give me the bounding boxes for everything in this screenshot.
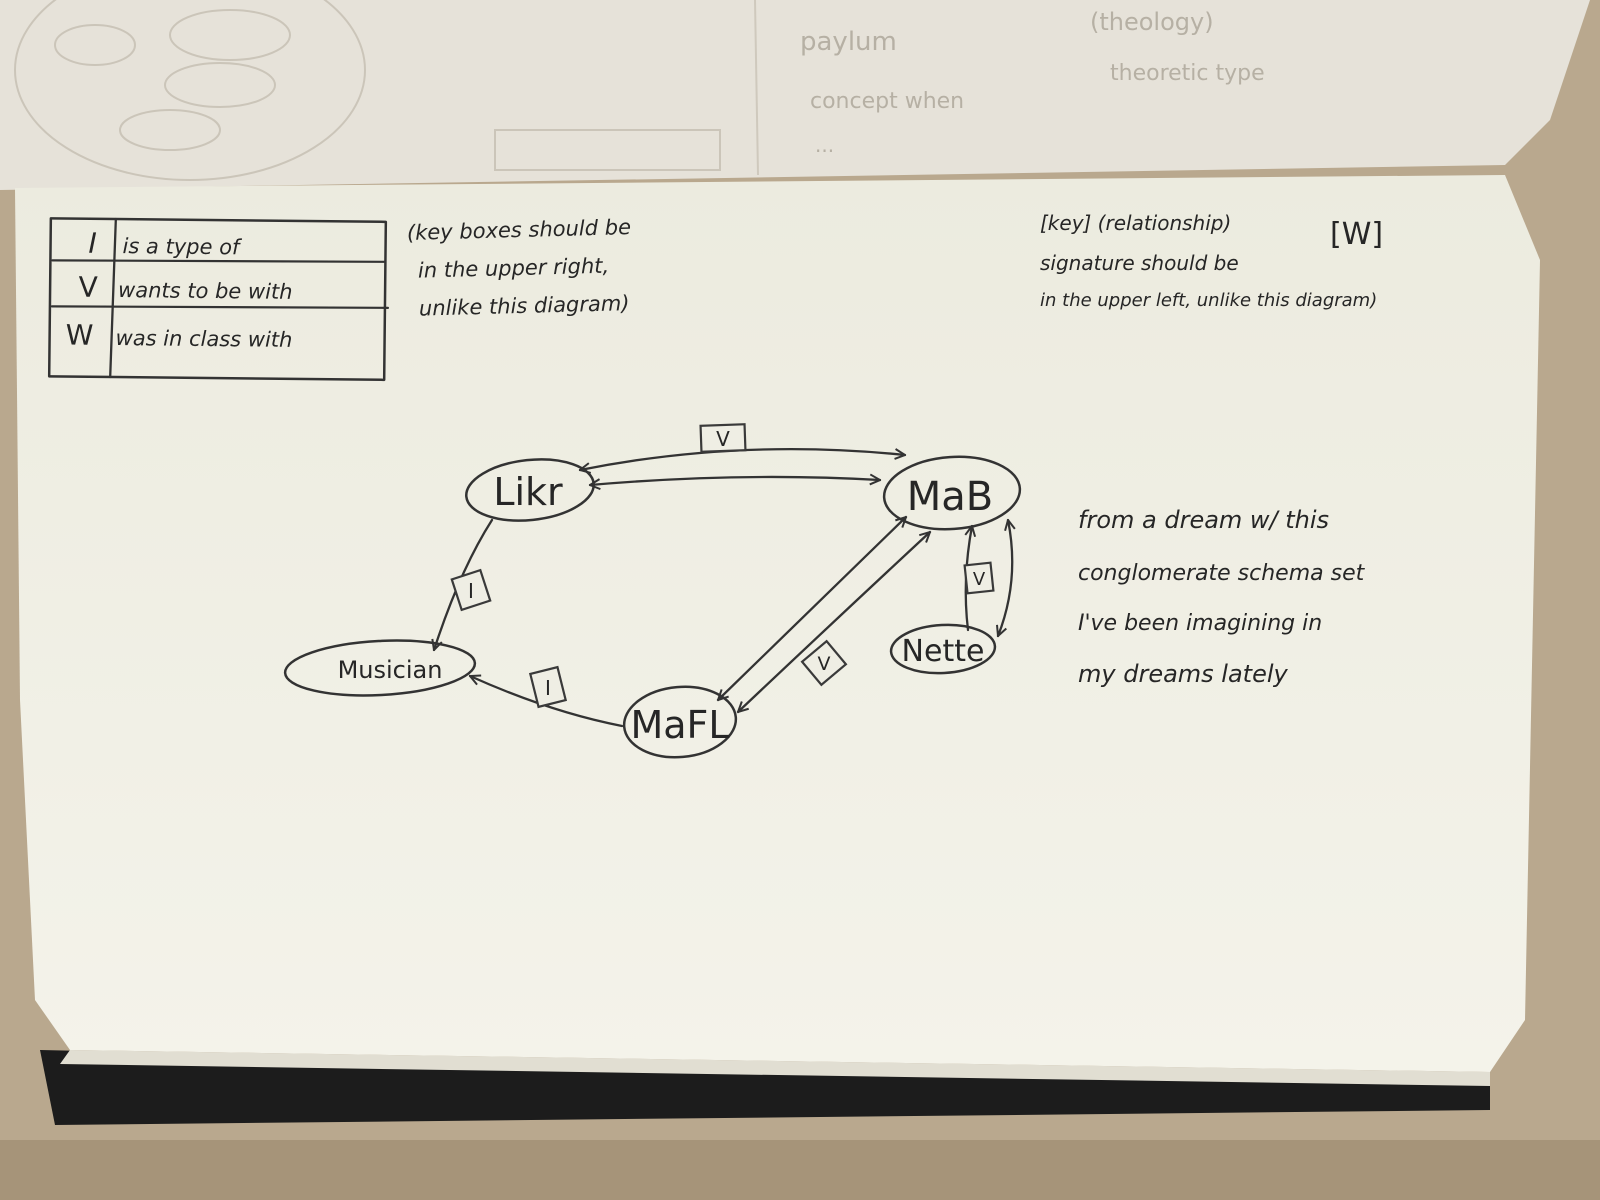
node-label: MaFL [630, 703, 729, 747]
key-box-note: (key boxes should be in the upper right,… [407, 215, 634, 321]
key-code-i: I [88, 227, 97, 260]
edge-label: I [545, 676, 551, 700]
node-label: Nette [902, 634, 985, 669]
key-code-w: W [66, 318, 94, 351]
svg-text:concept when: concept when [810, 89, 964, 114]
key-meaning-i: is a type of [122, 234, 243, 259]
dream-note-line-1: from a dream w/ this [1078, 506, 1329, 534]
dream-note-line-4: my dreams lately [1078, 660, 1289, 688]
edge-label: I [468, 579, 474, 603]
signature-note-line-1: [key] (relationship) [1040, 211, 1231, 235]
dream-note-line-3: I've been imagining in [1078, 611, 1322, 636]
node-label: MaB [907, 474, 993, 520]
edge-label-box: V [701, 424, 746, 452]
node-label: Musician [338, 656, 443, 684]
signature-note-line-3: in the upper left, unlike this diagram) [1040, 290, 1377, 311]
signature-box-label: [W] [1330, 217, 1383, 252]
desk-edge [0, 1140, 1600, 1200]
svg-text:paylum: paylum [800, 27, 897, 57]
edge-label: V [716, 427, 730, 451]
edge-label: V [973, 569, 986, 590]
key-box-note-line-2: in the upper right, [418, 254, 610, 283]
key-meaning-w: was in class with [115, 326, 292, 352]
svg-text:theoretic type: theoretic type [1110, 61, 1265, 86]
key-meaning-v: wants to be with [118, 278, 293, 304]
svg-text:...: ... [815, 133, 834, 157]
key-code-v: V [78, 271, 98, 304]
node-label: Likr [493, 470, 563, 514]
dream-note-line-2: conglomerate schema set [1078, 561, 1366, 586]
edge-label: V [818, 653, 831, 675]
svg-text:(theology): (theology) [1090, 8, 1214, 36]
previous-page [0, 0, 1590, 190]
signature-note-line-2: signature should be [1040, 251, 1239, 275]
edge-label-box: V [965, 563, 994, 594]
